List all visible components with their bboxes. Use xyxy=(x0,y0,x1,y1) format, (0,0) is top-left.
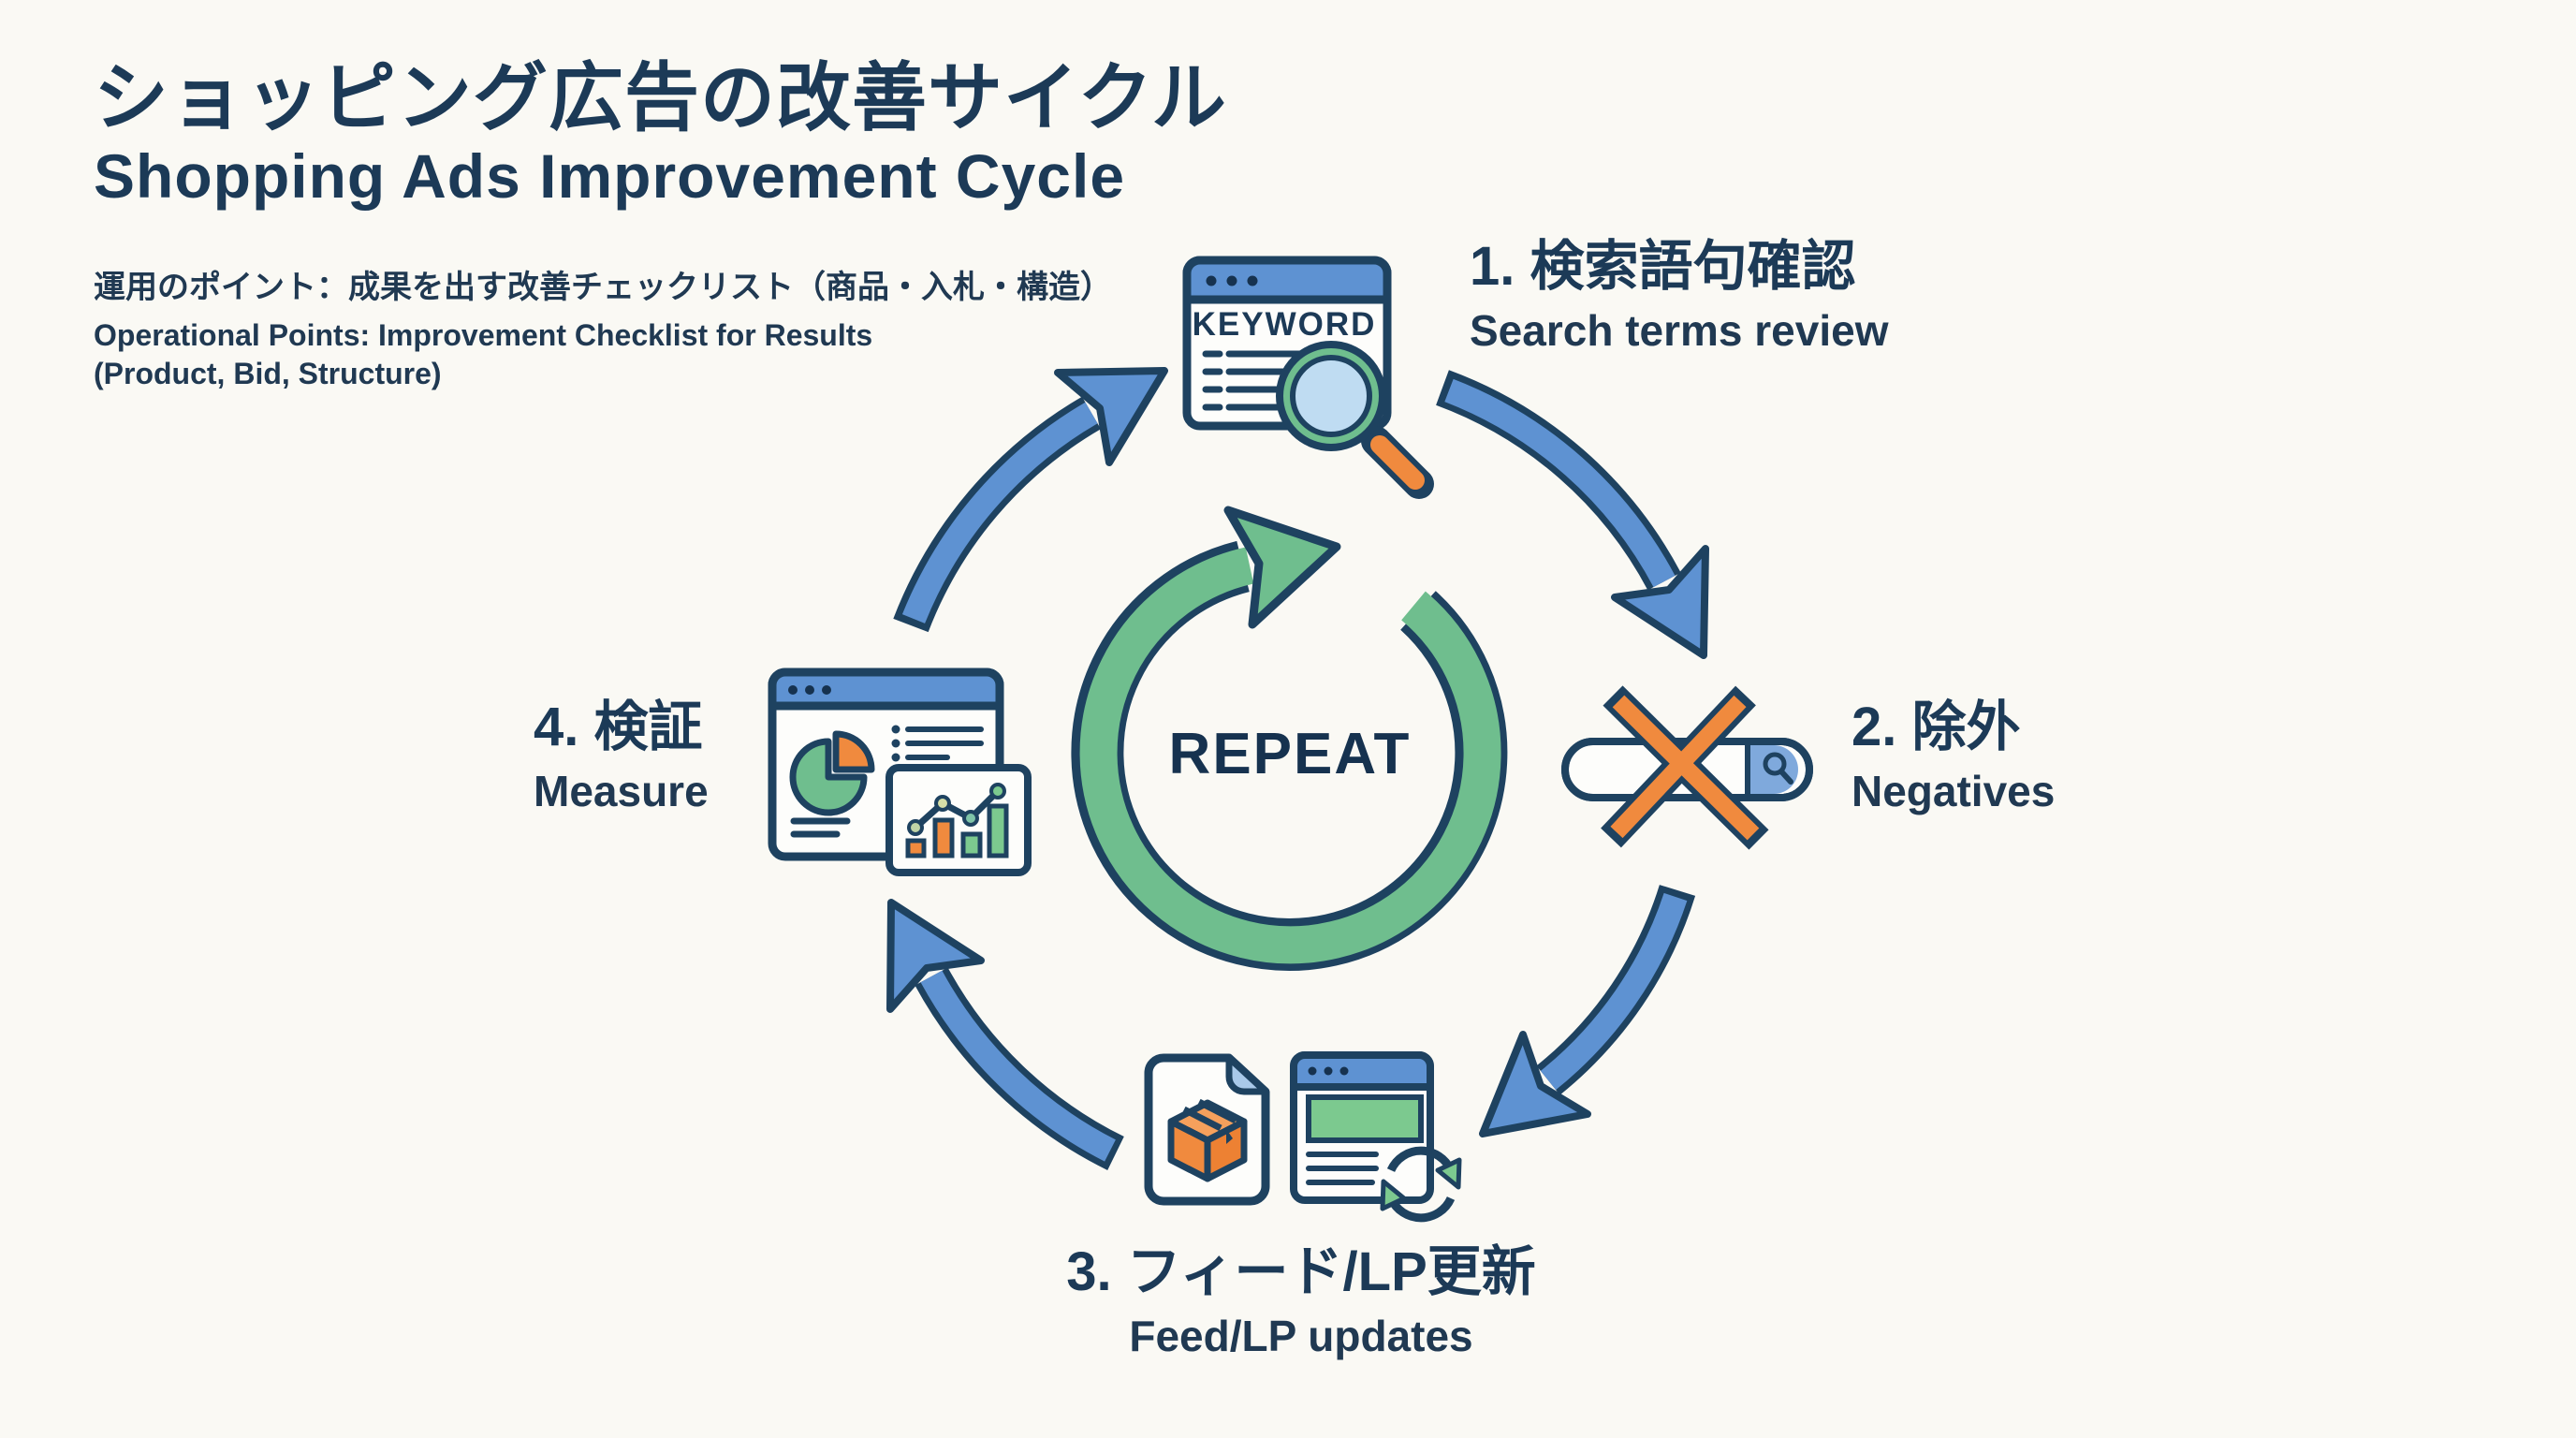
step-2-label: 2. 除外 Negatives xyxy=(1852,695,2055,817)
arrow-step2-to-step3-icon xyxy=(1479,884,1696,1137)
repeat-cycle-icon xyxy=(1071,506,1508,971)
step-3-label-en: Feed/LP updates xyxy=(1129,1311,1473,1360)
footer-lines xyxy=(790,817,851,838)
analytics-dashboard-icon xyxy=(768,668,1032,876)
page-text-lines xyxy=(1306,1152,1379,1185)
magnifier-icon xyxy=(1276,341,1434,499)
repeat-label: REPEAT xyxy=(1168,722,1412,786)
exclude-x-icon xyxy=(1601,685,1769,850)
package-box-icon xyxy=(1167,1098,1248,1182)
keyword-text: KEYWORD xyxy=(1193,306,1377,343)
step-4-label-en: Measure xyxy=(534,766,709,815)
landing-page-browser-icon xyxy=(1290,1051,1462,1223)
step-3-label-jp: 3. フィード/LP更新 xyxy=(1066,1241,1536,1302)
step-3-label: 3. フィード/LP更新 Feed/LP updates xyxy=(833,1240,1769,1362)
step-1-label-en: Search terms review xyxy=(1470,305,1889,355)
step-4-label: 4. 検証 Measure xyxy=(534,695,709,817)
arrow-step3-to-step4-icon xyxy=(886,899,1124,1170)
step-4-label-jp: 4. 検証 xyxy=(534,697,703,757)
subtitle-en-line1: Operational Points: Improvement Checklis… xyxy=(94,317,873,352)
page-title-en: Shopping Ads Improvement Cycle xyxy=(94,141,1126,212)
arrow-step1-to-step2-icon xyxy=(1436,370,1709,659)
step-2-label-jp: 2. 除外 xyxy=(1852,697,2021,757)
step-2-label-en: Negatives xyxy=(1852,766,2056,815)
subtitle-en-line2: (Product, Bid, Structure) xyxy=(94,356,442,390)
pie-chart-icon xyxy=(789,730,875,816)
subtitle-jp: 運用のポイント：成果を出す改善チェックリスト（商品・入札・構造） xyxy=(94,269,1112,305)
step-1-label-jp: 1. 検索語句確認 xyxy=(1470,236,1856,297)
step-1-label: 1. 検索語句確認 Search terms review xyxy=(1470,234,1889,357)
bullet-list-lines xyxy=(891,725,984,762)
bar-line-chart-icon xyxy=(886,764,1032,876)
product-feed-document-icon xyxy=(1144,1053,1270,1206)
refresh-icon xyxy=(1380,1146,1462,1223)
crossed-out-search-bar-icon xyxy=(1561,685,1813,850)
list-lines xyxy=(1202,350,1307,411)
repeat-arrowhead-icon xyxy=(1223,506,1341,629)
keyword-search-browser-icon: KEYWORD xyxy=(1182,256,1434,499)
page-title-jp: ショッピング広告の改善サイクル xyxy=(94,56,1227,139)
arrow-step4-to-step1-icon xyxy=(893,367,1168,633)
search-glyph-icon xyxy=(1763,752,1793,785)
header-block: ショッピング広告の改善サイクル Shopping Ads Improvement… xyxy=(94,54,1227,393)
